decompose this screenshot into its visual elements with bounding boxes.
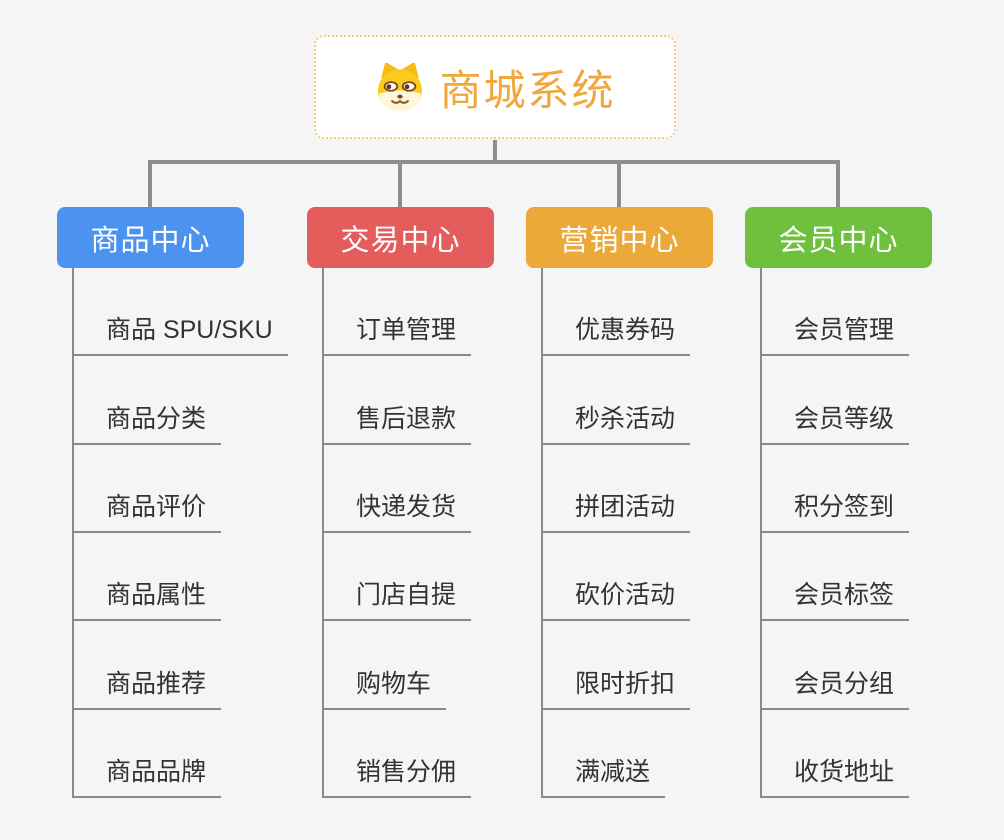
connector-drop-product — [148, 162, 152, 208]
leaf-item[interactable]: 销售分佣 — [324, 752, 472, 798]
leaf-item[interactable]: 商品评价 — [74, 487, 222, 533]
connector-horizontal — [148, 160, 840, 164]
root-title: 商城系统 — [439, 66, 616, 114]
connector-drop-trade — [398, 162, 402, 208]
branch-marketing-items: 优惠券码 秒杀活动 拼团活动 砍价活动 限时折扣 满减送 — [541, 268, 793, 798]
leaf-item[interactable]: 商品推荐 — [74, 664, 222, 710]
leaf-item[interactable]: 快递发货 — [324, 487, 472, 533]
leaf-item[interactable]: 订单管理 — [324, 310, 472, 357]
leaf-item[interactable]: 商品属性 — [74, 575, 222, 622]
leaf-item[interactable]: 会员等级 — [762, 399, 910, 445]
leaf-item[interactable]: 商品 SPU/SKU — [74, 310, 288, 357]
root-node[interactable]: 商城系统 — [314, 35, 676, 139]
branch-marketing-center[interactable]: 营销中心 — [526, 207, 713, 268]
connector-drop-member — [836, 162, 840, 208]
leaf-item[interactable]: 商品品牌 — [74, 752, 222, 798]
leaf-item[interactable]: 拼团活动 — [543, 487, 691, 533]
leaf-item[interactable]: 秒杀活动 — [543, 399, 691, 445]
branch-product-center[interactable]: 商品中心 — [57, 207, 244, 268]
leaf-item[interactable]: 会员分组 — [762, 664, 910, 710]
leaf-item[interactable]: 满减送 — [543, 752, 666, 798]
branch-member-center[interactable]: 会员中心 — [745, 207, 932, 268]
leaf-item[interactable]: 限时折扣 — [543, 664, 691, 710]
leaf-item[interactable]: 门店自提 — [324, 575, 472, 622]
connector-drop-marketing — [617, 162, 621, 208]
branch-trade-items: 订单管理 售后退款 快递发货 门店自提 购物车 销售分佣 — [322, 268, 574, 798]
branch-member-items: 会员管理 会员等级 积分签到 会员标签 会员分组 收货地址 — [760, 268, 1004, 798]
leaf-item[interactable]: 售后退款 — [324, 399, 472, 445]
leaf-item[interactable]: 会员标签 — [762, 575, 910, 622]
leaf-item[interactable]: 会员管理 — [762, 310, 910, 357]
connector-root-stub — [493, 140, 497, 162]
leaf-item[interactable]: 商品分类 — [74, 399, 222, 445]
leaf-item[interactable]: 收货地址 — [762, 752, 910, 798]
leaf-item[interactable]: 砍价活动 — [543, 575, 691, 622]
branch-product-items: 商品 SPU/SKU 商品分类 商品评价 商品属性 商品推荐 商品品牌 — [72, 268, 324, 798]
branch-trade-center[interactable]: 交易中心 — [307, 207, 494, 268]
leaf-item[interactable]: 积分签到 — [762, 487, 910, 533]
leaf-item[interactable]: 优惠券码 — [543, 310, 691, 357]
dog-face-icon — [374, 62, 426, 112]
leaf-item[interactable]: 购物车 — [324, 664, 447, 710]
